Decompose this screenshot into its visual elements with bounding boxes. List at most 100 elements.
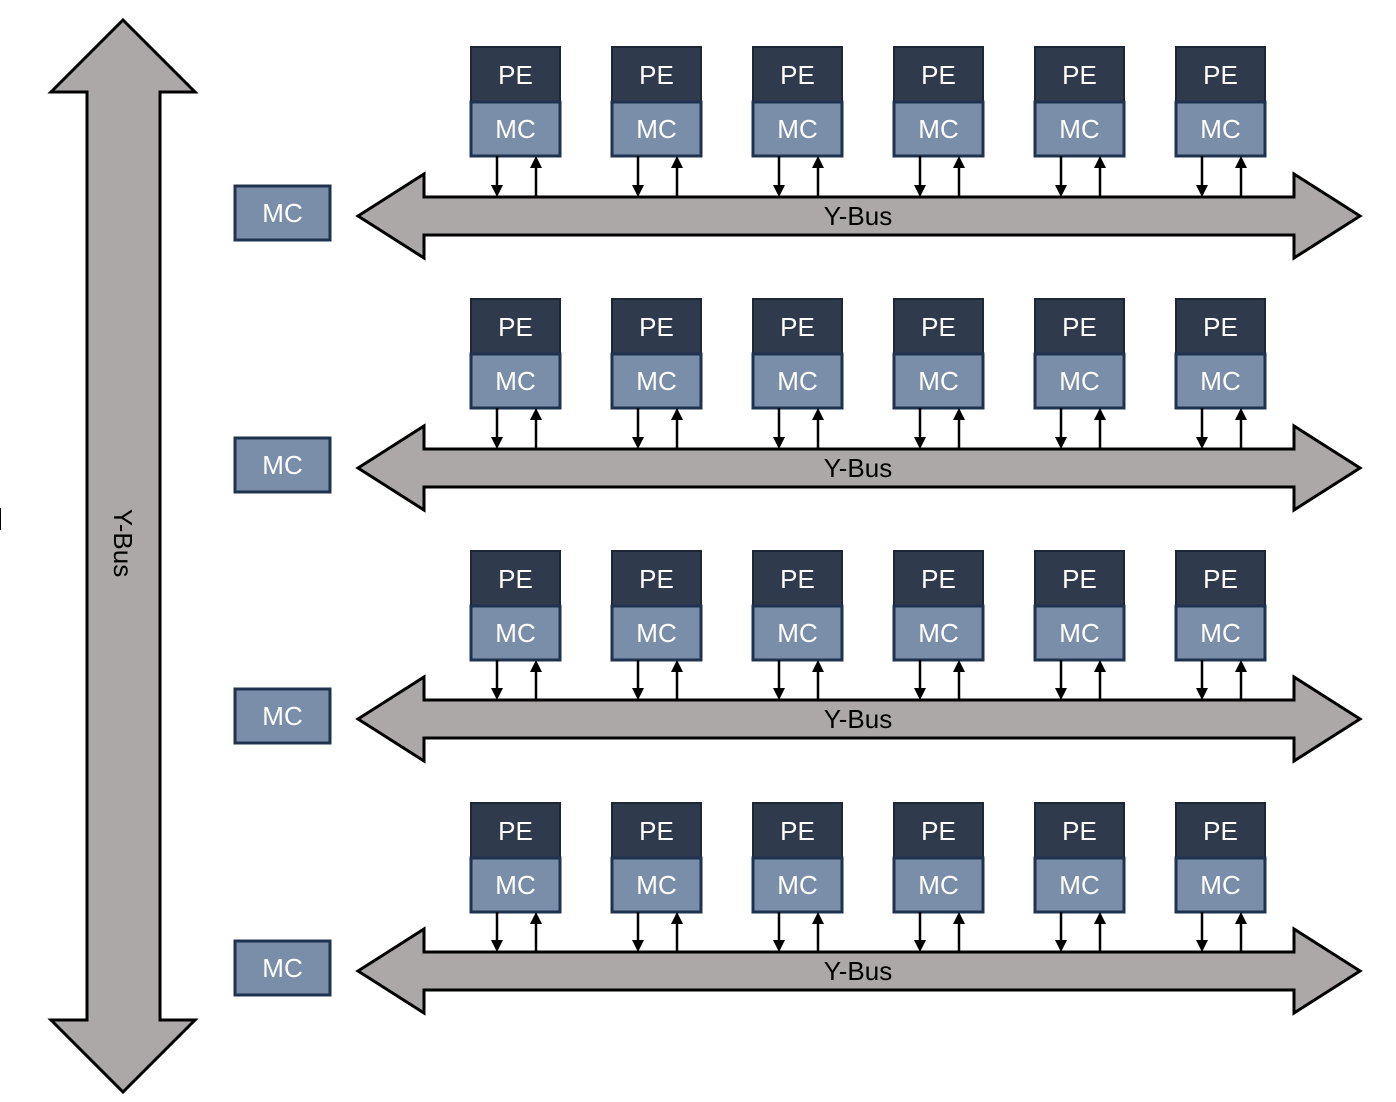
up-arrowhead xyxy=(953,156,965,168)
node-mc-box xyxy=(610,352,703,410)
down-arrowhead xyxy=(1196,185,1208,197)
node-mc-label: MC xyxy=(918,870,958,900)
up-arrowhead xyxy=(812,156,824,168)
pe-box xyxy=(1175,298,1266,355)
node-mc-box xyxy=(751,100,844,158)
pe-label: PE xyxy=(921,312,956,342)
side-mc-node: MC xyxy=(233,687,332,745)
pe-mc-node: PE MC xyxy=(610,46,703,197)
up-arrowhead xyxy=(953,408,965,420)
node-mc-label: MC xyxy=(1059,366,1099,396)
pe-mc-node: PE MC xyxy=(1033,550,1126,700)
down-arrowhead xyxy=(914,940,926,952)
side-mc-node: MC xyxy=(233,436,332,494)
node-mc-label: MC xyxy=(918,114,958,144)
node-mc-label: MC xyxy=(918,618,958,648)
pe-box xyxy=(470,550,561,607)
pe-box xyxy=(1175,802,1266,859)
down-arrowhead xyxy=(1055,688,1067,700)
horizontal-bus-label: Y-Bus xyxy=(824,956,892,986)
pe-box xyxy=(611,802,702,859)
down-arrowhead xyxy=(773,688,785,700)
side-mc-label: MC xyxy=(262,701,302,731)
horizontal-bus-arrow xyxy=(355,171,1363,261)
pe-label: PE xyxy=(1203,564,1238,594)
pe-label: PE xyxy=(780,60,815,90)
node-mc-label: MC xyxy=(777,870,817,900)
node-mc-box xyxy=(1174,352,1267,410)
node-mc-box xyxy=(610,100,703,158)
pe-label: PE xyxy=(921,816,956,846)
down-arrowhead xyxy=(773,437,785,449)
side-mc-node: MC xyxy=(233,184,332,242)
node-mc-box xyxy=(1033,100,1126,158)
pe-box xyxy=(1034,46,1125,103)
pe-label: PE xyxy=(639,312,674,342)
side-mc-label: MC xyxy=(262,953,302,983)
node-mc-label: MC xyxy=(636,114,676,144)
vertical-bus-label: Y-Bus xyxy=(108,509,138,577)
side-mc-label: MC xyxy=(262,450,302,480)
pe-label: PE xyxy=(1062,564,1097,594)
up-arrowhead xyxy=(671,156,683,168)
pe-box xyxy=(893,298,984,355)
up-arrowhead xyxy=(1094,156,1106,168)
node-mc-label: MC xyxy=(1059,870,1099,900)
down-arrowhead xyxy=(491,688,503,700)
down-arrowhead xyxy=(914,185,926,197)
node-mc-label: MC xyxy=(1200,114,1240,144)
down-arrowhead xyxy=(914,688,926,700)
pe-mc-node: PE MC xyxy=(1033,298,1126,449)
pe-label: PE xyxy=(780,564,815,594)
node-mc-label: MC xyxy=(777,618,817,648)
pe-label: PE xyxy=(780,312,815,342)
pe-mc-node: PE MC xyxy=(892,802,985,952)
down-arrowhead xyxy=(773,940,785,952)
pe-box xyxy=(470,298,561,355)
node-mc-box xyxy=(892,352,985,410)
node-mc-box xyxy=(1174,604,1267,662)
up-arrowhead xyxy=(1094,912,1106,924)
node-mc-box xyxy=(469,352,562,410)
pe-box xyxy=(893,802,984,859)
horizontal-bus-label: Y-Bus xyxy=(824,453,892,483)
pe-label: PE xyxy=(498,564,533,594)
up-arrowhead xyxy=(530,408,542,420)
up-arrowhead xyxy=(953,912,965,924)
node-mc-label: MC xyxy=(495,366,535,396)
pe-label: PE xyxy=(498,312,533,342)
down-arrowhead xyxy=(632,437,644,449)
down-arrowhead xyxy=(773,185,785,197)
pe-box xyxy=(893,550,984,607)
down-arrowhead xyxy=(491,185,503,197)
node-mc-label: MC xyxy=(1200,366,1240,396)
node-mc-label: MC xyxy=(495,870,535,900)
pe-label: PE xyxy=(639,60,674,90)
node-mc-label: MC xyxy=(636,618,676,648)
pe-box xyxy=(470,802,561,859)
node-mc-box xyxy=(751,352,844,410)
node-mc-box xyxy=(1174,100,1267,158)
pe-mc-node: PE MC xyxy=(469,802,562,952)
pe-label: PE xyxy=(1062,312,1097,342)
pe-label: PE xyxy=(498,816,533,846)
node-mc-label: MC xyxy=(1059,618,1099,648)
up-arrowhead xyxy=(1094,660,1106,672)
down-arrowhead xyxy=(632,185,644,197)
up-arrowhead xyxy=(530,156,542,168)
node-mc-box xyxy=(751,856,844,914)
